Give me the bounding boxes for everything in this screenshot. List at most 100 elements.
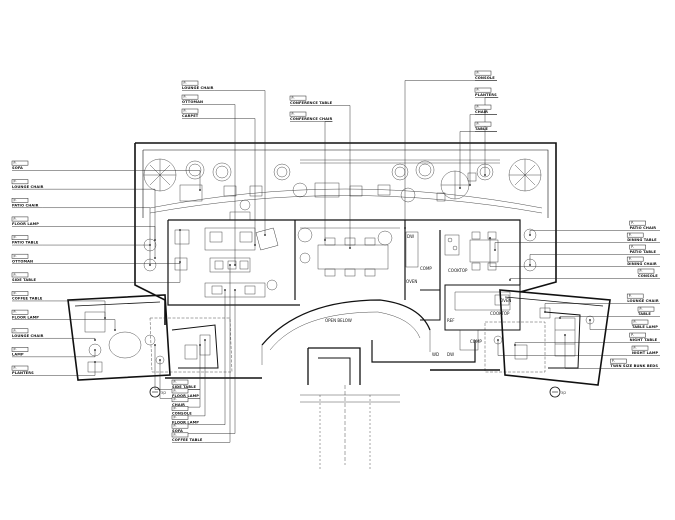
callout-leader-line bbox=[34, 350, 96, 358]
callout-tag-box bbox=[11, 291, 29, 296]
callout-leader-dot bbox=[564, 334, 566, 336]
callout-tag: P-CONSOLE bbox=[509, 268, 660, 281]
callout-leader-line bbox=[194, 345, 201, 408]
callout-label: LOUNGE CHAIR bbox=[182, 86, 214, 90]
room-label-oven: OVEN bbox=[500, 298, 511, 303]
callout-label: SOFA bbox=[172, 429, 183, 433]
callout-label: SOFA bbox=[12, 166, 23, 170]
callout-tag-box bbox=[171, 414, 189, 420]
callout-tag: P- FLOOR LAMP bbox=[11, 309, 116, 331]
callout-leader-dot bbox=[404, 227, 406, 229]
section-marks: 3/2 3/2 bbox=[149, 386, 566, 398]
callout-tag-box bbox=[637, 306, 655, 312]
callout-tag-box bbox=[11, 272, 29, 278]
room-label-cooktop: COOKTOP bbox=[448, 268, 468, 273]
callout-label: PATIO TABLE bbox=[12, 241, 39, 245]
callout-leader-dot bbox=[179, 229, 181, 231]
callout-tag: P-TABLE LAMP bbox=[589, 319, 660, 330]
callout-tag: P-FLOOR LAMP bbox=[171, 289, 226, 425]
callout-leader-dot bbox=[234, 289, 236, 291]
callout-leader-dot bbox=[104, 317, 106, 319]
callout-leader-line bbox=[204, 118, 256, 245]
callout-leader-line bbox=[44, 300, 106, 318]
callout-tag-box bbox=[11, 347, 29, 352]
callout-label: PATIO TABLE bbox=[630, 250, 657, 254]
callout-label: CARPET bbox=[182, 114, 199, 118]
patio-furniture-icon bbox=[179, 159, 500, 202]
callout-label: FLOOR LAMP bbox=[12, 315, 39, 319]
room-labels: OPEN BELOW COOKTOP COOKTOP OVEN OVEN COM… bbox=[325, 234, 511, 357]
callout-tag-box bbox=[631, 345, 649, 351]
callout-label: DINING TABLE bbox=[627, 238, 657, 242]
callout-tag: P- LAMP bbox=[11, 347, 96, 358]
callout-tag-code: P- bbox=[14, 329, 17, 333]
callout-leader-line bbox=[34, 170, 201, 190]
callout-leader-dot bbox=[589, 319, 591, 321]
callout-tag-box bbox=[626, 293, 644, 299]
callout-label: DINING CHAIR bbox=[627, 262, 657, 266]
callout-tag-box bbox=[637, 268, 655, 274]
callout-tag: P-NIGHT TABLE bbox=[514, 332, 660, 346]
callout-tag: P-CONFERENCE CHAIR bbox=[289, 111, 333, 241]
callout-leader-line bbox=[514, 342, 630, 345]
callout-leader-dot bbox=[149, 264, 151, 266]
callout-leader-dot bbox=[94, 361, 96, 363]
callout-leader-dot bbox=[154, 344, 156, 346]
room-label-dw: DW bbox=[407, 234, 414, 239]
callout-tag: P-PATIO CHAIR bbox=[529, 220, 660, 236]
callout-leader-line bbox=[214, 90, 266, 235]
dining-furniture-icon bbox=[143, 228, 537, 306]
callout-label: LOUNGE CHAIR bbox=[12, 185, 44, 189]
callout-leader-line bbox=[484, 97, 499, 175]
callout-leader-line bbox=[459, 131, 497, 188]
callout-tag-box bbox=[629, 332, 646, 338]
callout-tag-box bbox=[11, 179, 29, 185]
callout-leader-line bbox=[42, 207, 151, 245]
furniture-layer bbox=[84, 158, 595, 373]
callout-label: LAMP bbox=[12, 353, 24, 357]
callout-tag-code: P- bbox=[174, 433, 177, 437]
callout-tag-box bbox=[171, 379, 189, 385]
callout-label: PLANTERS bbox=[12, 371, 34, 375]
callout-label: PLANTERS bbox=[475, 93, 497, 97]
callout-leader-dot bbox=[529, 264, 531, 266]
callout-tag: P-DINING CHAIR bbox=[489, 237, 660, 267]
callout-tag-box bbox=[171, 397, 189, 403]
callout-leader-dot bbox=[489, 237, 491, 239]
right-wing-furniture-icon bbox=[459, 307, 595, 360]
callout-leader-dot bbox=[559, 317, 561, 319]
callout-label: FLOOR LAMP bbox=[12, 222, 39, 226]
callout-tag-code: P- bbox=[174, 380, 177, 384]
callout-tag: P-CONSOLE bbox=[404, 70, 497, 229]
callout-tag-code: P- bbox=[640, 269, 643, 273]
callout-tag-code: P- bbox=[292, 112, 295, 116]
callout-tag: P-LOUNGE CHAIR bbox=[11, 328, 96, 341]
callout-label: TABLE bbox=[475, 127, 488, 131]
callout-leader-dot bbox=[254, 244, 256, 246]
callout-tag: P- CONFERENCE TABLE bbox=[289, 95, 351, 249]
callout-tag-box bbox=[171, 423, 189, 429]
living-room-furniture-icon bbox=[174, 211, 279, 298]
callout-leader-line bbox=[494, 242, 628, 250]
callout-tag-box bbox=[629, 244, 646, 250]
callout-tag-code: P- bbox=[612, 359, 615, 363]
callout-tag-code: P- bbox=[634, 346, 637, 350]
callout-tag: P-PATIO TABLE bbox=[529, 244, 660, 266]
callout-leader-line bbox=[564, 335, 611, 369]
callout-tag-box bbox=[11, 216, 29, 222]
callout-tag-code: P- bbox=[14, 273, 17, 277]
callout-tag: P-PATIO CHAIR bbox=[11, 198, 151, 246]
callout-label: CONSOLE bbox=[638, 274, 658, 278]
callout-label: CONFERENCE TABLE bbox=[290, 101, 333, 105]
callout-tag-code: P- bbox=[174, 398, 177, 402]
callout-tag-code: P- bbox=[477, 105, 480, 109]
callout-label: TWIN SIZE BUNK BEDS bbox=[610, 364, 658, 368]
callout-tag-code: P- bbox=[174, 389, 177, 393]
callout-leader-dot bbox=[204, 339, 206, 341]
callout-tag-code: P- bbox=[174, 407, 177, 411]
callout-tag-code: P- bbox=[14, 347, 17, 351]
callout-tag-code: P- bbox=[14, 217, 17, 221]
callout-tag: P-SOFA bbox=[11, 160, 201, 191]
